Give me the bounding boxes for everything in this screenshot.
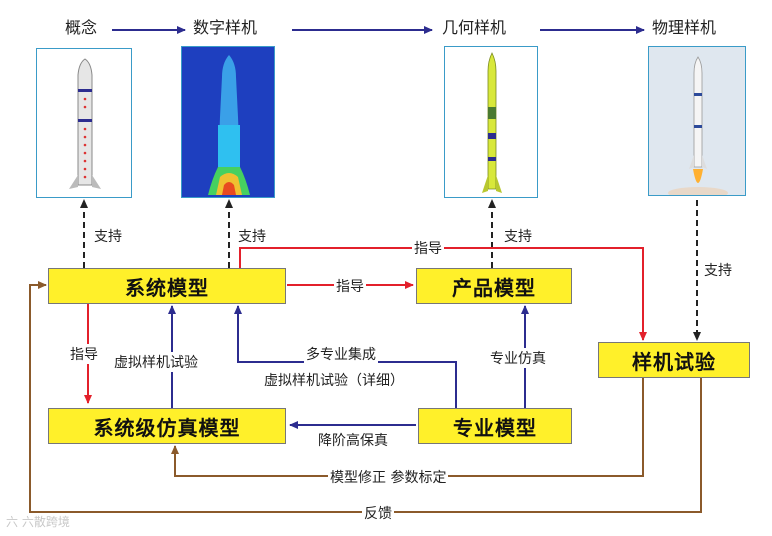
reduce-order-label: 降阶高保真: [318, 433, 388, 449]
virtual-test-detail-label: 虚拟样机试验（详细）: [264, 373, 404, 389]
product-model-box: 产品模型: [416, 268, 572, 304]
special-model-box: 专业模型: [418, 408, 572, 444]
support-label-physical: 支持: [702, 260, 734, 280]
geometric-prototype-image: [444, 46, 538, 198]
watermark-logo: 六 六散跨境: [6, 515, 70, 529]
digital-prototype-image: [181, 46, 275, 198]
stage-label-physical: 物理样机: [652, 18, 717, 37]
special-sim-label: 专业仿真: [488, 348, 548, 368]
sample-test-box: 样机试验: [598, 342, 750, 378]
multi-integration-label: 多专业集成: [304, 344, 378, 364]
stage-label-concept: 概念: [65, 18, 98, 37]
system-model-box: 系统模型: [48, 268, 286, 304]
guide-label-top: 指导: [412, 238, 444, 258]
physical-prototype-image: [648, 46, 746, 196]
model-correction-label: 模型修正 参数标定: [328, 467, 449, 487]
support-label-digital: 支持: [236, 226, 268, 246]
stage-label-geometric: 几何样机: [442, 18, 507, 37]
feedback-arrow: [29, 281, 702, 513]
feedback-label: 反馈: [362, 503, 394, 523]
virtual-test-label: 虚拟样机试验: [112, 352, 200, 372]
stage-label-digital: 数字样机: [193, 18, 258, 37]
system-sim-model-box: 系统级仿真模型: [48, 408, 286, 444]
guide-label-product: 指导: [334, 276, 366, 296]
guide-label-sim: 指导: [68, 344, 100, 364]
concept-rocket-image: [36, 48, 132, 198]
support-label-geometric: 支持: [502, 226, 534, 246]
support-label-concept: 支持: [92, 226, 124, 246]
